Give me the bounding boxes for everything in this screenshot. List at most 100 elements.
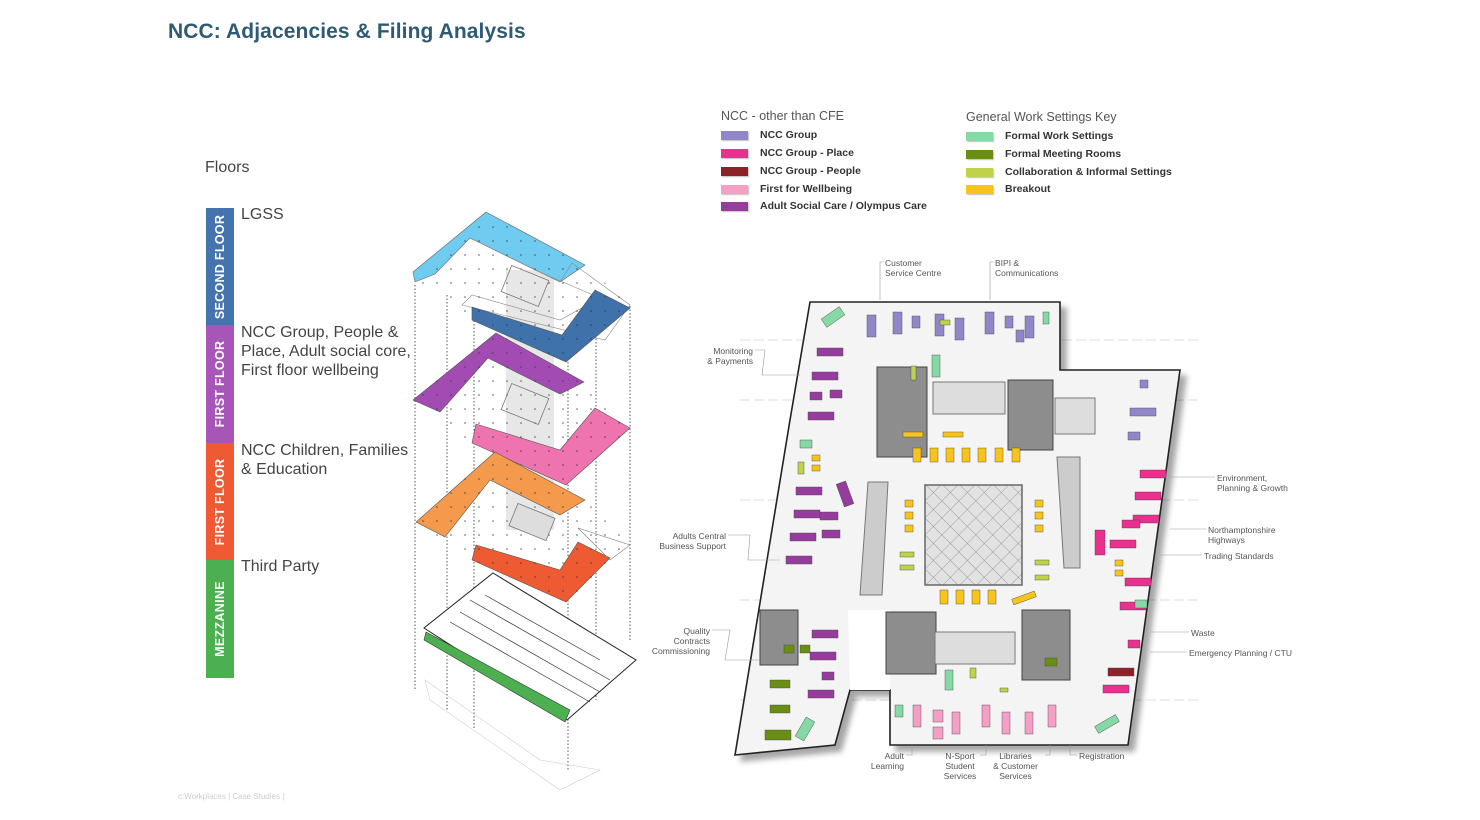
furniture-block (811, 629, 839, 639)
furniture-block (807, 411, 835, 421)
legend-general-title: General Work Settings Key (966, 110, 1117, 124)
furniture-block (1114, 559, 1124, 567)
furniture-block (944, 669, 954, 691)
legend-swatch (966, 149, 993, 159)
core-sw (885, 611, 937, 675)
floor-bar-first-lower: FIRST FLOOR (206, 443, 234, 560)
furniture-block (1001, 711, 1011, 735)
furniture-block (1129, 407, 1157, 417)
furniture-block (932, 726, 944, 740)
furniture-block (939, 589, 949, 605)
furniture-block (819, 511, 839, 521)
floor-bar-mezzanine: MEZZANINE (206, 560, 234, 678)
label-adults-central: Adults Central Business Support (659, 531, 726, 551)
legend-swatch (721, 166, 748, 176)
legend-swatch (721, 201, 748, 211)
furniture-block (769, 679, 791, 689)
furniture-block (939, 319, 951, 326)
furniture-block (945, 447, 955, 463)
furniture-block (1139, 379, 1149, 389)
furniture-block (999, 687, 1009, 693)
legend-general-item: Collaboration & Informal Settings (966, 166, 1172, 178)
furniture-block (797, 461, 805, 475)
furniture-block (1132, 514, 1160, 524)
furniture-block (904, 511, 914, 520)
stack-mezzanine (423, 572, 637, 791)
south-street (859, 481, 889, 596)
label-adult-learning: Adult Learning (870, 751, 904, 771)
stack-first-floor-lower (415, 451, 631, 603)
furniture-block (799, 439, 813, 449)
furniture-block (821, 671, 835, 681)
legend-ncc-item: NCC Group - People (721, 165, 861, 177)
furniture-block (1011, 590, 1037, 606)
label-trading: Trading Standards (1204, 551, 1274, 561)
furniture-block (764, 729, 792, 741)
furniture-block (1094, 529, 1106, 556)
furniture-block (1034, 524, 1044, 533)
legend-label: Formal Work Settings (1005, 130, 1114, 142)
legend-ncc-item: First for Wellbeing (721, 183, 852, 195)
furniture-block (1139, 469, 1167, 479)
floor-desc-second: LGSS (241, 206, 284, 223)
furniture-block (820, 306, 846, 328)
furniture-block (1134, 491, 1162, 501)
furniture-layer (764, 306, 1167, 742)
furniture-block (904, 524, 914, 533)
core-nw (876, 366, 928, 458)
legend-swatch (966, 167, 993, 177)
furniture-block (1124, 577, 1152, 587)
furniture-block (1102, 684, 1130, 694)
floor-bar-first-upper: FIRST FLOOR (206, 325, 234, 443)
furniture-block (811, 464, 821, 472)
legend-general-item: Formal Work Settings (966, 130, 1113, 142)
furniture-block (1114, 569, 1124, 577)
stack-first-floor-upper (412, 332, 631, 486)
furniture-block (942, 431, 964, 438)
stack-second-floor (412, 211, 631, 363)
furniture-block (811, 454, 821, 462)
label-waste: Waste (1191, 628, 1215, 638)
stack-mezzanine-band (423, 631, 571, 723)
furniture-block (1134, 599, 1148, 609)
core-w (759, 609, 799, 666)
furniture-block (954, 317, 965, 341)
furniture-block (961, 447, 971, 463)
floor-desc-mezzanine: Third Party (241, 558, 320, 575)
furniture-block (789, 532, 817, 542)
label-quality: Quality Contracts Commissioning (651, 626, 710, 656)
furniture-block (899, 551, 915, 558)
footer: c:Workplaces | Case Studies | (178, 792, 285, 801)
core-se (1021, 609, 1071, 681)
legend-label: NCC Group - Place (760, 147, 854, 159)
furniture-block (807, 689, 835, 699)
furniture-block (794, 716, 816, 742)
furniture-block (1121, 519, 1141, 529)
furniture-block (987, 589, 997, 605)
furniture-block (1107, 667, 1135, 677)
north-atrium (932, 381, 1006, 415)
furniture-block (892, 311, 903, 335)
furniture-block (1034, 559, 1050, 566)
label-monitoring: Monitoring & Payments (707, 346, 753, 366)
page-title: NCC: Adjacencies & Filing Analysis (168, 20, 526, 43)
furniture-block (783, 644, 795, 654)
label-highways: Northamptonshire Highways (1208, 525, 1276, 545)
legend-label: First for Wellbeing (760, 183, 852, 195)
furniture-block (955, 589, 965, 605)
legend-swatch (966, 131, 993, 141)
legend-swatch (721, 148, 748, 158)
furniture-block (912, 447, 922, 463)
furniture-block (902, 431, 924, 438)
furniture-block (1042, 311, 1050, 325)
furniture-block (1109, 539, 1137, 549)
furniture-block (1034, 511, 1044, 520)
furniture-block (1004, 315, 1014, 329)
furniture-block (984, 311, 995, 335)
furniture-block (969, 667, 977, 679)
furniture-block (866, 314, 877, 338)
legend-swatch (721, 130, 748, 140)
furniture-block (971, 589, 981, 605)
